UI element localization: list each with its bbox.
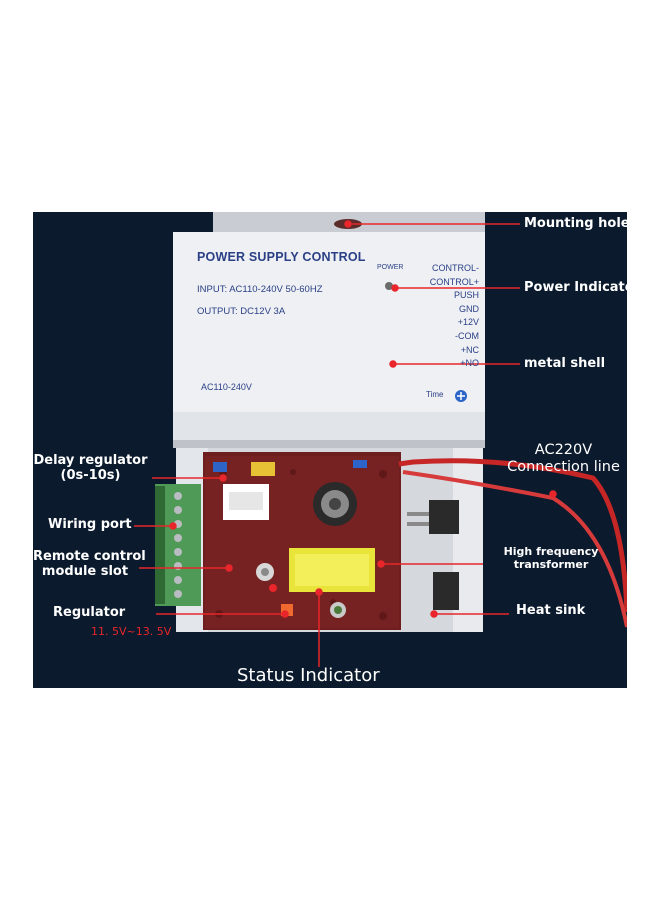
time-label: Time (426, 390, 444, 399)
terminal-label: +12V (457, 317, 479, 328)
heat-sink-upper (429, 500, 459, 534)
callout-remote-control: Remote control module slot (33, 549, 146, 580)
callout-wiring-port: Wiring port (48, 517, 132, 532)
callout-delay-regulator: Delay regulator (0s-10s) (33, 453, 148, 484)
ac-wire-2 (402, 470, 627, 628)
callout-remote-line2: module slot (41, 563, 129, 579)
product-photo: POWER SUPPLY CONTROL INPUT: AC110-240V 5… (33, 212, 627, 688)
callout-power-indicator: Power Indicator (524, 280, 627, 295)
terminal-label: +NC (460, 344, 479, 355)
panel-ac-label: AC110-240V (201, 382, 252, 392)
panel-title: POWER SUPPLY CONTROL (197, 250, 366, 264)
callout-status-indicator: Status Indicator (237, 665, 380, 686)
callout-regulator: Regulator (53, 605, 126, 620)
panel-output-spec: OUTPUT: DC12V 3A (197, 306, 286, 317)
callout-regulator-range: 11. 5V~13. 5V (91, 625, 172, 638)
callout-hf-transformer: High frequency transformer (491, 545, 611, 571)
callout-mounting-hole: Mounting hole (524, 216, 627, 231)
callout-metal-shell: metal shell (524, 356, 606, 371)
callout-delay-line1: Delay regulator (33, 453, 148, 468)
terminal-labels: CONTROL- CONTROL+ PUSH GND +12V -COM +NC… (419, 262, 479, 371)
ac-wire-1 (398, 458, 627, 613)
callout-ac220v: AC220V Connection line (506, 442, 621, 475)
callout-hf-line2: transformer (513, 557, 589, 571)
lid-face (173, 232, 485, 444)
terminal-label: PUSH (453, 290, 479, 301)
status-led (269, 584, 277, 592)
callout-delay-line2: (0s-10s) (60, 467, 121, 483)
callout-hf-line1: High frequency (503, 545, 599, 558)
terminal-label: +NO (460, 358, 479, 369)
power-led-label: POWER (377, 264, 404, 271)
callout-heat-sink: Heat sink (516, 603, 586, 618)
panel-input-spec: INPUT: AC110-240V 50-60HZ (197, 284, 323, 295)
callout-ac220v-line2: Connection line (507, 458, 620, 475)
terminal-label: GND (459, 303, 479, 314)
callout-remote-line1: Remote control (33, 549, 146, 564)
heat-sink-lower (433, 572, 459, 610)
device-illustration (134, 212, 627, 667)
power-led (385, 282, 393, 290)
terminal-label: -COM (455, 330, 479, 341)
callout-ac220v-line1: AC220V (534, 442, 593, 458)
terminal-label: CONTROL+ (429, 276, 479, 287)
terminal-label: CONTROL- (432, 263, 479, 273)
